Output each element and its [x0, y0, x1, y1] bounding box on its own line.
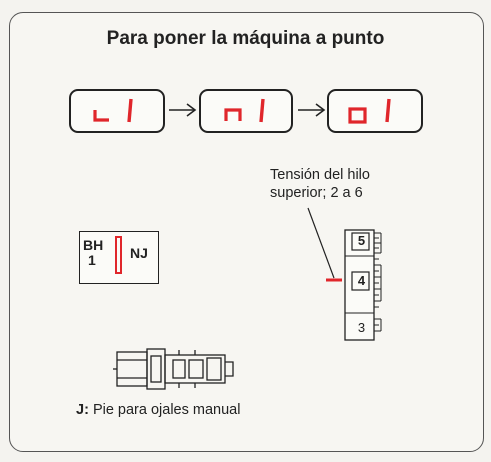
selector-label-bh: BH [83, 237, 104, 253]
display-L1 [69, 89, 165, 133]
tension-pointer [307, 207, 342, 282]
display-o1-digits [348, 98, 391, 124]
foot-letter: J: [76, 402, 89, 418]
segment-1 [259, 98, 265, 123]
tension-caption-line1: Tensión del hilo [270, 167, 370, 183]
dial-number-3: 3 [357, 320, 366, 335]
segment-o [348, 107, 367, 124]
display-n1-digits [224, 98, 265, 123]
segment-1 [385, 98, 391, 123]
display-o1 [327, 89, 423, 133]
segment-n [224, 108, 242, 121]
foot-caption-text: Pie para ojales manual [92, 402, 241, 418]
stitch-selector: BH 1 NJ [79, 231, 159, 284]
presser-foot-j-icon [113, 348, 234, 390]
segment-1 [127, 98, 133, 123]
foot-caption: J: Pie para ojales manual [76, 402, 240, 418]
arrow-right-icon [169, 103, 197, 117]
dial-number-5: 5 [357, 233, 366, 248]
tension-dial-scale [344, 229, 382, 341]
selector-label-1: 1 [88, 252, 96, 268]
page-title: Para poner la máquina a punto [106, 28, 385, 49]
arrow-right-icon [298, 103, 326, 117]
tension-dial: 5 4 3 [344, 229, 388, 341]
selector-indicator [115, 236, 122, 274]
tension-caption-line2: superior; 2 a 6 [270, 185, 363, 201]
display-L1-digits [93, 98, 133, 123]
dial-number-4: 4 [357, 273, 366, 288]
display-n1 [199, 89, 293, 133]
segment-L [93, 110, 109, 122]
selector-label-nj: NJ [130, 245, 148, 261]
